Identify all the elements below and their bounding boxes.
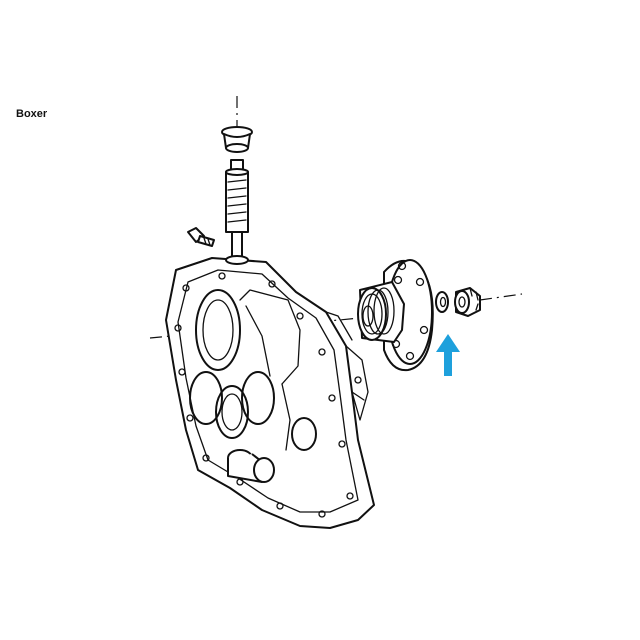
page-title: Boxer [16, 108, 48, 120]
housing-bolt-holes [174, 272, 362, 518]
gearbox-housing [165, 257, 375, 529]
flanged-hub [357, 259, 434, 372]
up-arrow-icon [436, 334, 460, 376]
drive-cap [221, 126, 253, 153]
drive-gear-shaft [225, 159, 249, 265]
housing-plug [227, 449, 275, 483]
washer [435, 291, 449, 313]
small-bolt [187, 227, 215, 247]
castle-nut [454, 287, 481, 317]
bearing-bores [189, 289, 317, 451]
